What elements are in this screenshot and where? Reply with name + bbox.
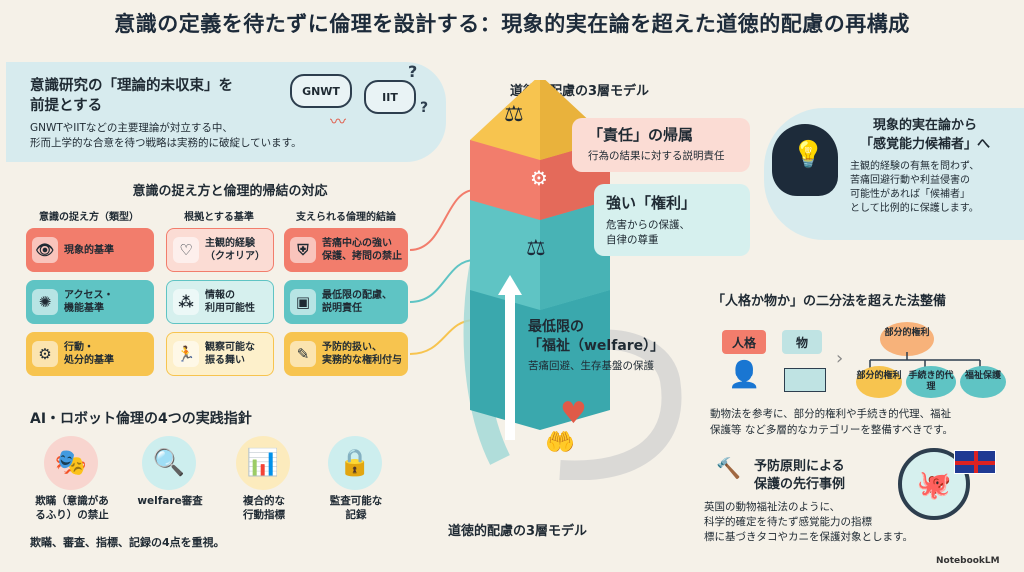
uk-flag-icon (954, 450, 996, 474)
row1-conclusion-label: 苦痛中心の強い保護、拷問の禁止 (322, 238, 402, 262)
tree-root-node: 部分的権利 (880, 322, 934, 356)
row2-basis: ⁂ 情報の利用可能性 (166, 280, 274, 324)
lightbulb-icon: 💡 (792, 140, 825, 170)
thing-label: 物 (782, 330, 822, 354)
precaution-body: 英国の動物福祉法のように、 科学的確定を待たず感覚能力の指標 標に基づきタコやカ… (704, 501, 913, 543)
guideline-1-label: 欺瞞（意識があるふり）の禁止 (35, 495, 109, 521)
row2-conclusion: ▣ 最低限の配慮、説明責任 (284, 280, 408, 324)
gavel-icon: 🔨 (716, 456, 741, 480)
guideline-2-label: welfare審査 (137, 495, 203, 507)
intro-body: GNWTやIITなどの主要理論が対立する中、 形而上学的な合意を待つ戦略は実務的… (30, 121, 350, 151)
rights-box (594, 184, 750, 256)
responsibility-box (572, 118, 750, 172)
row2-basis-label: 情報の利用可能性 (205, 290, 255, 314)
head-silhouette-icon (772, 124, 838, 196)
robot-icon: ⚙ (32, 341, 58, 367)
row2-type-label: アクセス・機能基準 (64, 290, 114, 314)
document-icon: ✎ (290, 341, 316, 367)
mask-icon: 🎭 (44, 436, 98, 490)
model-heading-bottom: 道徳的配慮の3層モデル (448, 524, 588, 539)
candidates-body: 主観的経験の有無を問わず、 苦痛回避行動や利益侵害の 可能性があれば「候補者」 … (850, 161, 980, 214)
tree-node-partial-rights: 部分的権利 (856, 366, 902, 398)
chart-icon: 📊 (236, 436, 290, 490)
tree-node-procedural-proxy: 手続き的代理 (906, 366, 956, 398)
question-mark-icon: ? (420, 100, 429, 116)
connector-red (409, 189, 476, 251)
intro-heading: 意識研究の「理論的未収束」を 前提とする (30, 76, 280, 116)
row3-basis: 🏃 観察可能な振る舞い (166, 332, 274, 376)
iit-bubble: IIT (364, 80, 416, 114)
col-header-type: 意識の捉え方（類型） (39, 212, 139, 223)
three-layer-tower (463, 80, 682, 480)
tree-node-welfare-protection: 福祉保護 (960, 366, 1006, 398)
dichotomy-body: 動物法を参考に、部分的権利や手続き的代理、福祉保護等 など多層的なカテゴリーを整… (710, 408, 954, 436)
page-title: 意識の定義を待たずに倫理を設計する：現象的実在論を超えた道徳的配慮の再構成 (114, 12, 910, 36)
row2-type: ✺ アクセス・機能基準 (26, 280, 154, 324)
col-header-basis: 根拠とする基準 (184, 212, 254, 223)
runner-icon: 🏃 (173, 341, 199, 367)
hand-icon: 🤲 (545, 428, 575, 456)
person-icon: 👤 (728, 360, 761, 390)
row1-type-label: 現象的基準 (64, 244, 114, 256)
box-icon: ▣ (290, 289, 316, 315)
eye-icon: 👁 (32, 237, 58, 263)
intro-body-line2: 形而上学的な合意を待つ戦略は実務的に破綻しています。 (30, 137, 302, 149)
intro-body-line1: GNWTやIITなどの主要理論が対立する中、 (30, 122, 233, 134)
row1-type: 👁 現象的基準 (26, 228, 154, 272)
row3-type-label: 行動・処分的基準 (64, 342, 114, 366)
heart-hand-icon: ♥ (560, 396, 587, 431)
guideline-4-label: 監査可能な記録 (329, 495, 383, 521)
row2-conclusion-label: 最低限の配慮、説明責任 (322, 290, 392, 314)
heartbeat-icon: ♡ (173, 237, 199, 263)
question-mark-icon: ? (408, 62, 418, 81)
nodes-icon: ⁂ (173, 289, 199, 315)
gnwt-bubble: GNWT (290, 74, 352, 108)
intro-heading-line2: 前提とする (30, 98, 103, 114)
row1-basis-label: 主観的経験（クオリア） (205, 238, 265, 262)
row1-basis: ♡ 主観的経験（クオリア） (166, 228, 274, 272)
mapping-heading: 意識の捉え方と倫理的帰結の対応 (132, 184, 328, 199)
row3-conclusion-label: 予防的扱い、実務的な権利付与 (322, 342, 402, 366)
magnifier-heart-icon: 🔍 (142, 436, 196, 490)
brand-label: NotebookLM (936, 556, 1000, 566)
gear-icon: ⚙ (530, 166, 548, 190)
database-lock-icon: 🔒 (328, 436, 382, 490)
col-header-conclusion: 支えられる倫理的結論 (296, 212, 396, 223)
gavel-icon: ⚖ (504, 102, 524, 127)
row3-basis-label: 観察可能な振る舞い (205, 342, 255, 366)
network-icon: ✺ (32, 289, 58, 315)
rights-title: 強い「権利」 (606, 194, 697, 212)
scales-icon: ⚖ (526, 236, 546, 261)
responsibility-title: 「責任」の帰属 (588, 126, 694, 144)
responsibility-desc: 行為の結果に対する説明責任 (588, 150, 725, 162)
welfare-desc: 苦痛回避、生存基盤の保護 (528, 360, 654, 372)
tree-connectors (869, 352, 981, 370)
shield-icon: ⛨ (290, 237, 316, 263)
row1-conclusion: ⛨ 苦痛中心の強い保護、拷問の禁止 (284, 228, 408, 272)
guidelines-footer: 欺瞞、審査、指標、記録の4点を重視。 (30, 536, 225, 549)
candidates-heading: 現象的実在論から「感覚能力候補者」へ (859, 118, 990, 152)
brain-wave-icon: 〰 (330, 112, 347, 131)
welfare-title: 最低限の「福祉（welfare）」 (528, 319, 665, 354)
row3-type: ⚙ 行動・処分的基準 (26, 332, 154, 376)
guideline-3-label: 複合的な行動指標 (243, 495, 285, 521)
person-label: 人格 (722, 330, 766, 354)
row3-conclusion: ✎ 予防的扱い、実務的な権利付与 (284, 332, 408, 376)
box-icon (784, 368, 826, 392)
rights-desc: 危害からの保護、自律の尊重 (606, 219, 690, 246)
chevron-right-icon: › (836, 348, 844, 369)
guidelines-heading: AI・ロボット倫理の4つの実践指針 (30, 411, 252, 427)
precaution-heading: 予防原則による保護の先行事例 (754, 459, 846, 492)
connector-teal (409, 259, 476, 303)
dichotomy-heading: 「人格か物か」の二分法を超えた法整備 (712, 294, 947, 309)
intro-heading-line1: 意識研究の「理論的未収束」を (30, 78, 233, 94)
